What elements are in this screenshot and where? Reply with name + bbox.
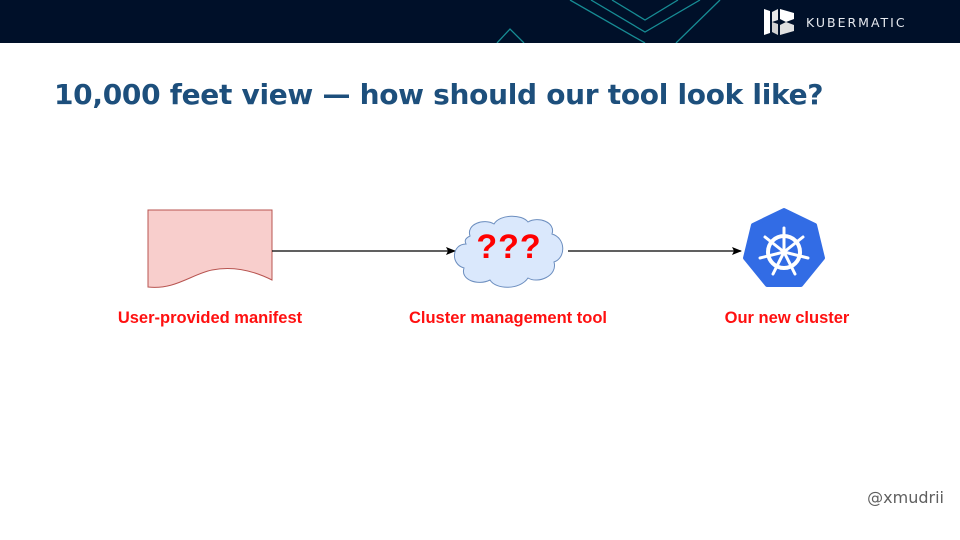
label-cluster-management-tool: Cluster management tool	[408, 309, 608, 327]
author-handle: @xmudrii	[867, 488, 944, 507]
brand-name: KUBERMATIC	[806, 14, 907, 30]
tool-cloud-shape[interactable]	[454, 215, 564, 288]
cloud-question-marks: ???	[476, 228, 542, 266]
brand: KUBERMATIC	[764, 9, 907, 35]
kubernetes-icon[interactable]	[743, 208, 825, 287]
label-our-new-cluster: Our new cluster	[724, 309, 850, 327]
kubermatic-logo-icon	[764, 9, 794, 35]
header-bar: KUBERMATIC	[0, 0, 960, 43]
decorative-lines	[496, 0, 721, 43]
label-user-provided-manifest: User-provided manifest	[117, 309, 303, 327]
manifest-document-shape[interactable]	[147, 209, 273, 288]
slide-title: 10,000 feet view — how should our tool l…	[54, 78, 824, 111]
